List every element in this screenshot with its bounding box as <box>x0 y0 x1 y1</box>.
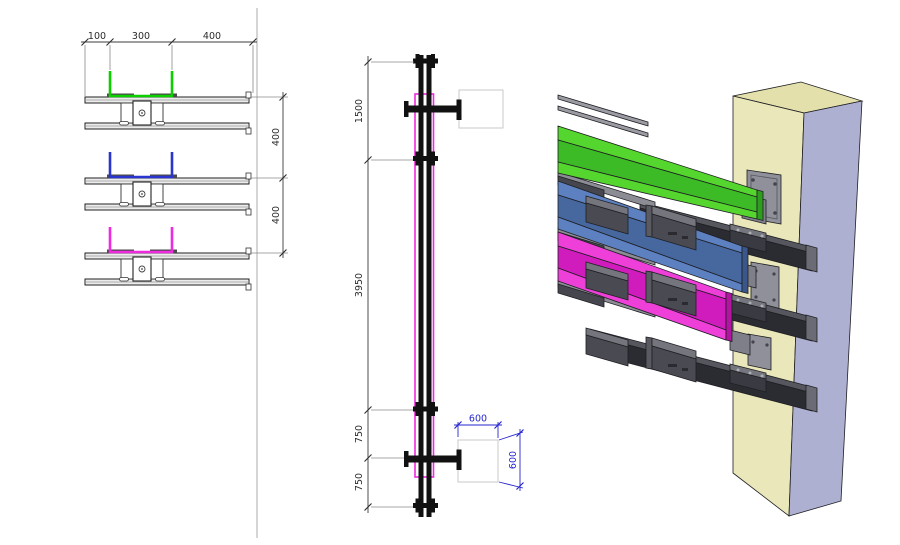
plan-dim-400v-label-1: 400 <box>271 128 282 146</box>
rail-assembly-top <box>84 91 252 135</box>
plan-dim-100-label: 100 <box>88 31 106 42</box>
elev-dim-750-label-2: 750 <box>354 473 365 491</box>
splice-4 <box>413 498 438 513</box>
splice-3 <box>413 402 438 416</box>
magenta-beam-end <box>725 291 733 343</box>
anchor-dim-600h-label: 600 <box>469 414 487 425</box>
rail-assembly-bottom <box>84 247 252 291</box>
iso-view <box>557 81 864 517</box>
plan-dim-right: 400 400 <box>251 92 288 258</box>
plan-dim-300-label: 300 <box>132 31 150 42</box>
anchor-plate-magenta <box>747 333 772 371</box>
blue-beam-end <box>741 245 749 295</box>
mullion-outline <box>414 93 435 478</box>
magenta-support-arm <box>729 329 751 356</box>
plan-view: 100 300 400 400 400 <box>81 8 288 538</box>
plan-dim-400-label: 400 <box>203 31 221 42</box>
elev-dim-750-label-1: 750 <box>354 425 365 443</box>
top-rail-edges <box>557 94 649 138</box>
blue-channel-section <box>108 152 174 179</box>
green-channel-section <box>108 71 174 98</box>
column-side-face <box>788 100 863 517</box>
elevation-dim-left: 1500 3950 750 750 <box>354 56 414 513</box>
vertical-member-right-flange <box>426 55 432 517</box>
anchor-square-bottom <box>457 439 499 483</box>
connector-boxes-level-1 <box>585 195 697 251</box>
bracket-arm-top <box>404 99 462 120</box>
splice-details <box>413 54 438 513</box>
connector-boxes-level-3 <box>585 327 697 383</box>
elev-dim-3950-label: 3950 <box>354 273 365 297</box>
anchor-square-top <box>458 89 504 129</box>
elev-dim-1500-label: 1500 <box>354 99 365 123</box>
rail-assembly-middle <box>84 172 252 216</box>
elevation-view: 1500 3950 750 750 600 600 <box>354 54 524 517</box>
splice-1 <box>413 54 438 68</box>
plan-dim-top: 100 300 400 <box>81 31 257 97</box>
green-beam-end <box>756 189 764 222</box>
vertical-member-left-flange <box>418 55 424 517</box>
plan-dim-400v-label-2: 400 <box>271 206 282 224</box>
anchor-dim-600v-label: 600 <box>508 451 519 469</box>
green-beam <box>557 125 764 222</box>
anchor-dims-blue: 600 600 <box>454 414 524 491</box>
splice-2 <box>413 151 438 166</box>
connector-boxes-level-2 <box>585 261 697 317</box>
bracket-arm-bottom <box>404 449 462 470</box>
magenta-channel-section <box>108 227 174 254</box>
